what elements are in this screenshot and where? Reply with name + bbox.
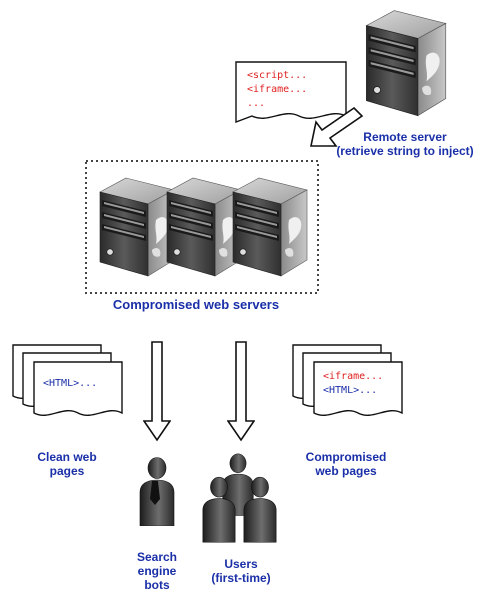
remote-server-label-line-2: (retrieve string to inject) — [336, 144, 474, 158]
compromised-pages-label-line-2: web pages — [315, 464, 377, 478]
search-bots-label-line-3: bots — [144, 578, 170, 592]
compromised-servers-box — [85, 160, 319, 294]
users-label-line-1: Users — [224, 557, 258, 571]
compromised-code-line-2: <HTML>... — [323, 385, 378, 396]
remote-server-icon — [365, 10, 447, 117]
remote-server-label: Remote server (retrieve string to inject… — [330, 130, 480, 158]
down-arrow-users-icon — [227, 341, 255, 441]
remote-code-document-icon — [235, 61, 347, 124]
compromised-code-line-1: <iframe... — [323, 371, 384, 382]
clean-pages-label-line-1: Clean web — [37, 450, 97, 464]
remote-server-label-line-1: Remote server — [363, 130, 447, 144]
remote-code-line-2: <iframe... — [247, 84, 308, 95]
inject-arrow-icon — [310, 106, 364, 147]
clean-pages-label-line-2: pages — [49, 464, 85, 478]
compromised-server-1-icon — [99, 177, 175, 277]
down-arrow-bots-icon — [143, 341, 171, 441]
compromised-server-2-icon — [166, 177, 242, 277]
users-group-icon — [202, 453, 277, 543]
search-bots-label-line-2: engine — [137, 564, 177, 578]
users-label: Users (first-time) — [196, 557, 286, 585]
remote-code-text: <script... <iframe... ... — [247, 70, 307, 112]
compromised-pages-label: Compromised web pages — [290, 450, 402, 478]
compromised-page-code: <iframe... <HTML>... — [323, 371, 383, 399]
search-bots-label-line-1: Search — [136, 550, 178, 564]
clean-page-code: <HTML>... — [43, 378, 98, 389]
clean-pages-label: Clean web pages — [20, 450, 114, 478]
remote-code-line-1: <script... — [247, 70, 308, 81]
search-bots-label: Search engine bots — [122, 550, 192, 592]
search-bot-icon — [139, 457, 175, 526]
compromised-pages-label-line-1: Compromised — [305, 450, 387, 464]
compromised-servers-label: Compromised web servers — [112, 297, 280, 312]
remote-code-line-3: ... — [247, 98, 266, 109]
users-label-line-2: (first-time) — [211, 571, 271, 585]
compromised-server-3-icon — [232, 177, 308, 277]
